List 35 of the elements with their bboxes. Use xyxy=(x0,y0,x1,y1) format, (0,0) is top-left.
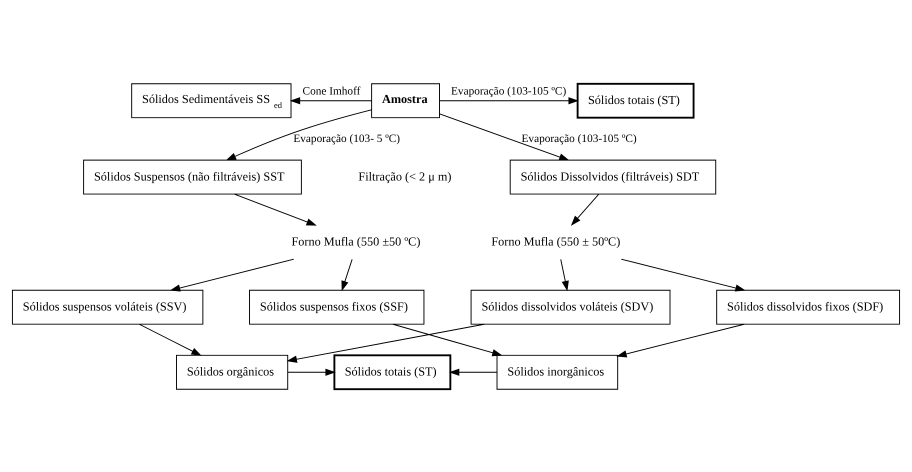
edge-label: Evaporação (103-105 ºC) xyxy=(451,85,566,98)
arrow xyxy=(448,368,498,376)
arrow xyxy=(439,96,579,104)
node-box: Sólidos Suspensos (não filtráveis) SST xyxy=(83,159,302,194)
node-box: Sólidos dissolvidos fixos (SDF) xyxy=(716,289,900,324)
node-text: Forno Mufla (550 ± 50ºC) xyxy=(491,234,620,248)
node-box: Sólidos suspensos voláteis (SSV) xyxy=(12,289,204,324)
arrow xyxy=(234,193,317,226)
arrow xyxy=(286,323,485,362)
arrow xyxy=(226,108,372,160)
node-box: Sólidos inorgânicos xyxy=(496,354,618,390)
node-text: Forno Mufla (550 ±50 ºC) xyxy=(291,234,420,248)
node-box: Sólidos suspensos fixos (SSF) xyxy=(249,289,424,324)
arrow xyxy=(341,258,353,291)
arrow xyxy=(439,113,570,160)
arrow xyxy=(392,323,503,356)
node-box: Sólidos Sedimentáveis SS$_{ed}$ xyxy=(131,82,292,118)
arrow xyxy=(138,323,202,356)
node-box: Sólidos orgânicos xyxy=(176,354,288,390)
arrow xyxy=(616,323,745,357)
arrow xyxy=(560,258,569,291)
node-box: Sólidos Dissolvidos (filtráveis) SDT xyxy=(510,159,716,194)
edge-label: Evaporação (103-105 ºC) xyxy=(522,132,637,144)
edge-label: Evaporação (103- 5 ºC) xyxy=(293,132,400,144)
node-box: Amostra xyxy=(371,82,440,118)
arrow xyxy=(170,258,294,292)
node-box: Sólidos dissolvidos voláteis (SDV) xyxy=(470,289,670,324)
node-box: Sólidos totais (ST) xyxy=(333,354,452,390)
arrow xyxy=(290,96,372,104)
arrow xyxy=(620,258,746,292)
arrow xyxy=(287,368,336,376)
edge-label: Cone Imhoff xyxy=(302,85,360,98)
label: Filtração (< 2 μ m) xyxy=(358,168,452,183)
node-box: Sólidos totais (ST) xyxy=(576,82,695,118)
arrow xyxy=(570,193,600,226)
